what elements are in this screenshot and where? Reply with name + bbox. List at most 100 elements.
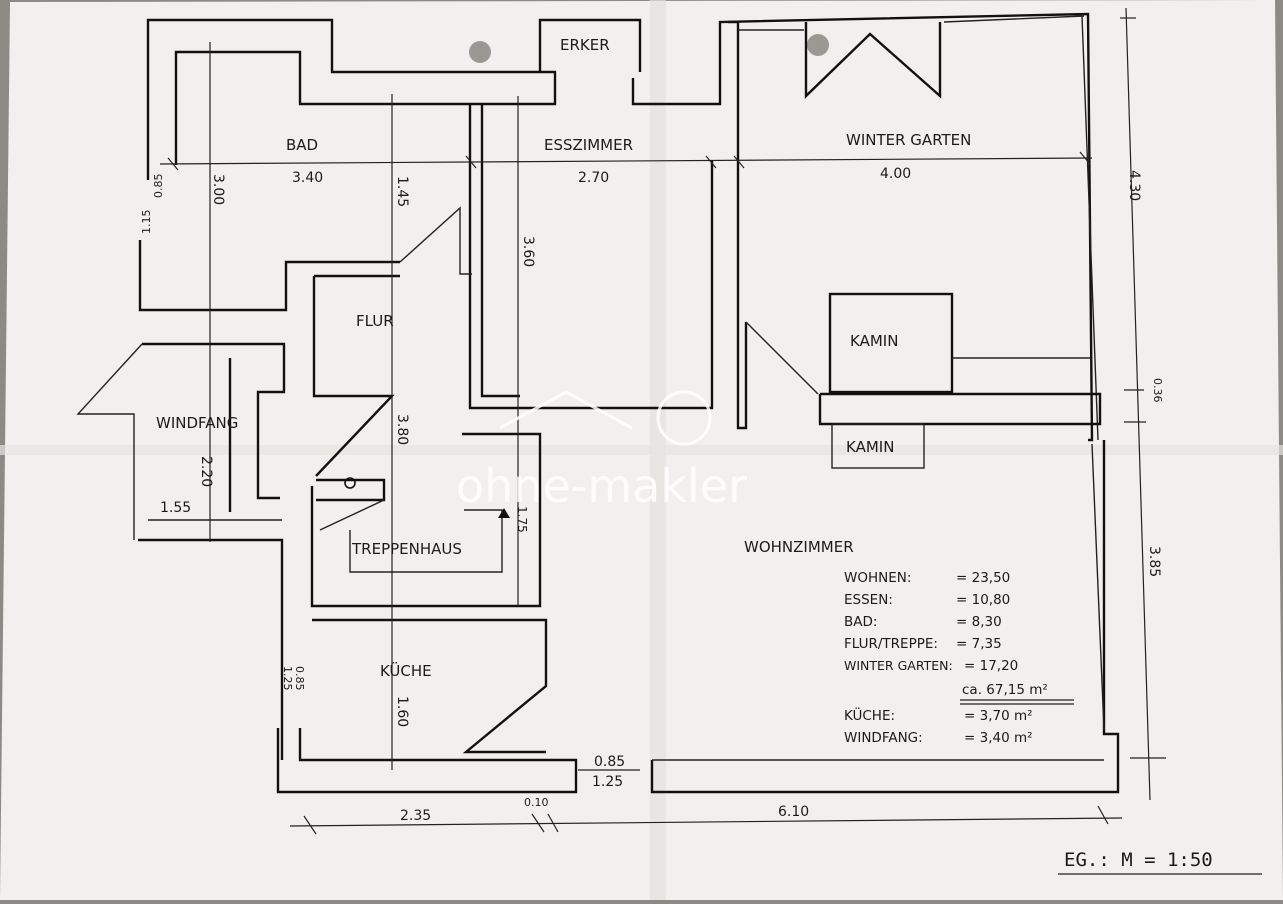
area-label-wohnen: WOHNEN: bbox=[844, 570, 911, 586]
wall-kamin-bar bbox=[818, 392, 1102, 426]
paper-fold-horizontal bbox=[0, 445, 1283, 455]
area-total: ca. 67,15 m² bbox=[962, 682, 1048, 698]
wall-esszimmer bbox=[468, 104, 714, 410]
area-value-flur-treppe: = 7,35 bbox=[956, 636, 1002, 652]
stair-2 bbox=[319, 499, 385, 531]
room-label-wintergarten: WINTER GARTEN bbox=[846, 131, 971, 149]
wall-windfang-north bbox=[142, 342, 286, 500]
punch-hole-left bbox=[469, 41, 491, 63]
dim-windfang-width: 1.55 bbox=[160, 500, 191, 516]
area-label-windfang: WINDFANG: bbox=[844, 730, 923, 746]
area-label-flur-treppe: FLUR/TREPPE: bbox=[844, 636, 938, 652]
dim-tick bbox=[303, 815, 317, 835]
wall-ess-wg bbox=[728, 20, 748, 430]
dim-tick bbox=[705, 155, 717, 169]
dim-bottom-mid: 0.10 bbox=[524, 796, 549, 809]
area-label-essen: ESSEN: bbox=[844, 592, 893, 608]
watermark-house-icon bbox=[499, 390, 633, 430]
area-label-wintergarten: WINTER GARTEN: bbox=[844, 658, 953, 673]
wall-wohnzimmer bbox=[650, 440, 1120, 794]
door-wg bbox=[745, 321, 819, 395]
window-wg-east bbox=[1081, 15, 1099, 441]
dim-stair: 1.75 bbox=[515, 506, 529, 533]
dim-tick bbox=[531, 813, 545, 833]
room-label-kamin-bottom: KAMIN bbox=[846, 438, 894, 456]
dim-windfang-height: 2.20 bbox=[198, 456, 214, 487]
room-label-kueche: KÜCHE bbox=[380, 661, 432, 680]
dim-left-win-top-a: 0.85 bbox=[152, 174, 165, 199]
dim-kueche-height: 1.60 bbox=[394, 696, 410, 727]
dim-tick bbox=[465, 155, 477, 169]
area-value-wintergarten: = 17,20 bbox=[964, 658, 1018, 674]
walls bbox=[76, 12, 1120, 794]
dim-line-top bbox=[159, 157, 1093, 165]
stair-post-icon bbox=[344, 477, 356, 489]
dim-ess-width: 2.70 bbox=[578, 170, 609, 186]
dim-tick bbox=[167, 157, 179, 171]
dim-bad-width: 3.40 bbox=[292, 170, 323, 186]
dim-line-right bbox=[1125, 7, 1151, 801]
watermark-text: ohne-makler bbox=[456, 459, 747, 513]
wall-treppenhaus bbox=[310, 432, 542, 608]
dim-wg-width: 4.00 bbox=[880, 166, 911, 182]
stair-arrow-icon bbox=[498, 508, 510, 518]
wall-kueche-south bbox=[276, 728, 578, 794]
wall-windfang-south bbox=[138, 538, 284, 760]
punch-hole-right bbox=[807, 34, 829, 56]
stair-rail bbox=[349, 509, 503, 573]
door-bad bbox=[399, 206, 472, 275]
dim-flur-height: 3.80 bbox=[394, 414, 410, 445]
dim-flur-top: 1.45 bbox=[394, 176, 410, 207]
room-labels: BAD ERKER ESSZIMMER WINTER GARTEN FLUR W… bbox=[156, 36, 971, 680]
dim-bottom-left: 2.35 bbox=[400, 808, 431, 824]
area-label-kueche: KÜCHE: bbox=[844, 706, 895, 724]
dim-bottom-right: 6.10 bbox=[778, 804, 809, 820]
wall-north-east bbox=[631, 12, 1094, 442]
area-value-essen: = 10,80 bbox=[956, 592, 1010, 608]
room-label-flur: FLUR bbox=[356, 312, 394, 330]
dim-tick bbox=[547, 813, 559, 833]
dim-bad-height: 3.00 bbox=[210, 174, 226, 205]
room-label-bad: BAD bbox=[286, 136, 318, 154]
area-label-bad: BAD: bbox=[844, 614, 877, 630]
dim-tick bbox=[733, 155, 745, 169]
dim-ess-height: 3.60 bbox=[520, 236, 536, 267]
dimension-lines bbox=[159, 7, 1262, 875]
room-label-treppenhaus: TREPPENHAUS bbox=[351, 540, 462, 558]
watermark-tree-icon bbox=[656, 390, 712, 446]
wall-esszimmer-inner bbox=[480, 104, 520, 398]
area-value-wohnen: = 23,50 bbox=[956, 570, 1010, 586]
window-wg-2 bbox=[943, 15, 1085, 23]
dim-tick bbox=[1097, 805, 1109, 825]
dim-door-b: 1.25 bbox=[592, 774, 623, 790]
room-label-kamin-top: KAMIN bbox=[850, 332, 898, 350]
dim-right-mid: 0.36 bbox=[1151, 378, 1164, 403]
room-label-windfang: WINDFANG bbox=[156, 414, 238, 432]
area-value-windfang: = 3,40 m² bbox=[964, 730, 1033, 746]
wall-bad-north bbox=[146, 18, 557, 180]
dim-tick bbox=[1079, 151, 1091, 165]
dim-door-a: 0.85 bbox=[594, 754, 625, 770]
wall-kueche-north bbox=[312, 618, 548, 754]
dim-line-bottom bbox=[289, 817, 1123, 827]
room-label-esszimmer: ESSZIMMER bbox=[544, 136, 633, 154]
stair-1 bbox=[316, 478, 386, 502]
window-wohnzimmer-east bbox=[1091, 443, 1105, 731]
wall-bad-south bbox=[138, 240, 400, 312]
kamin-top-box bbox=[828, 292, 954, 394]
dimension-labels: 3.40 2.70 4.00 4.30 0.36 3.85 3.00 1.45 … bbox=[140, 166, 1164, 824]
dim-left-win-bot-a: 0.85 bbox=[293, 666, 306, 691]
scale-label: EG.: M = 1:50 bbox=[1064, 849, 1213, 871]
area-value-kueche: = 3,70 m² bbox=[964, 708, 1033, 724]
wall-erker bbox=[538, 18, 642, 72]
room-label-wohnzimmer: WOHNZIMMER bbox=[744, 538, 854, 556]
windfang-entry bbox=[76, 343, 143, 540]
area-value-bad: = 8,30 bbox=[956, 614, 1002, 630]
kamin-bottom-box bbox=[831, 423, 925, 469]
wall-flur-west bbox=[312, 276, 395, 477]
area-table: WOHNEN: = 23,50 ESSEN: = 10,80 BAD: = 8,… bbox=[844, 570, 1048, 746]
dim-right-bottom: 3.85 bbox=[1146, 546, 1162, 577]
wall-wg-bay bbox=[804, 22, 942, 99]
